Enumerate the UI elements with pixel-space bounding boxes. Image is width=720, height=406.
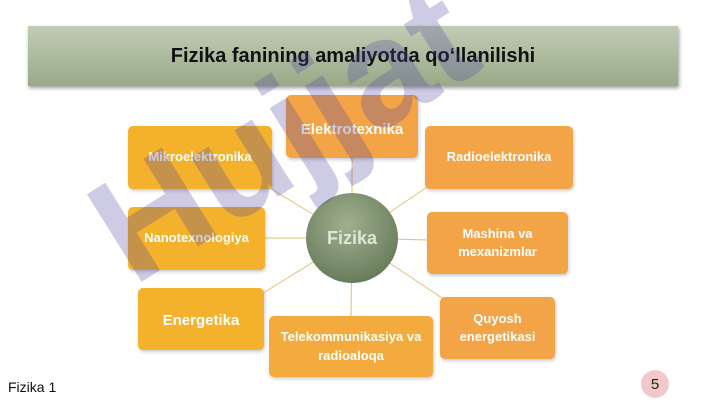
node-label: Quyosh energetikasi [459,310,536,344]
node-nanotexnologiya: Nanotexnologiya [128,207,265,270]
node-label: Energetika [162,312,240,329]
node-mikroelektronika: Mikroelektronika [128,126,272,189]
node-label: Mikroelektronika [148,149,252,165]
node-label: Elektrotexnika [300,121,404,138]
node-label: Telekommunikasiya va radioaloqa [280,329,422,363]
node-mashina: Mashina va mexanizmlar [427,212,568,274]
node-label: Mashina va mexanizmlar [458,225,537,259]
page-number: 5 [641,370,669,398]
node-radioelektronika: Radioelektronika [425,126,573,189]
node-label: Nanotexnologiya [144,230,249,246]
node-elektrotexnika: Elektrotexnika [286,95,418,158]
hub-label: Fizika [326,227,378,248]
node-quyosh: Quyosh energetikasi [440,297,555,359]
node-energetika: Energetika [138,288,264,350]
hub-fizika: Fizika [306,193,398,283]
slide-title: Fizika fanining amaliyotda qo‘llanilishi [28,26,678,86]
node-label: Radioelektronika [446,149,552,165]
footer-text: Fizika 1 [8,379,57,395]
node-telekommunikasiya: Telekommunikasiya va radioaloqa [269,316,433,377]
